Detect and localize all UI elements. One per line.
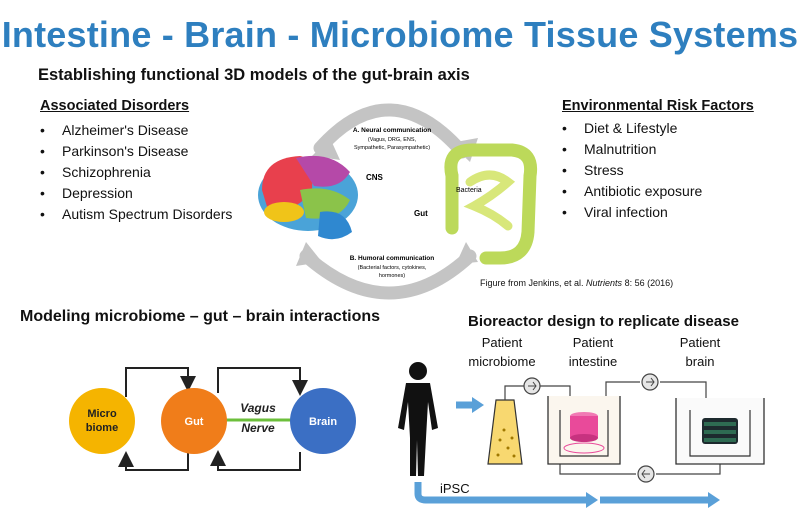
- flow-arrow-head: [472, 397, 484, 413]
- pump-icon: [523, 377, 541, 395]
- neural-arrow: [313, 103, 469, 159]
- disorders-heading: Associated Disorders: [40, 98, 190, 114]
- list-item: •Stress: [562, 162, 624, 178]
- ipsc-label: iPSC: [440, 481, 470, 496]
- human-silhouette: [398, 362, 438, 476]
- list-item: •Malnutrition: [562, 141, 657, 157]
- pump-icon: [641, 373, 659, 391]
- modeling-heading: Modeling microbiome – gut – brain intera…: [20, 308, 381, 325]
- ipsc-arrow-head: [586, 492, 598, 508]
- list-item: •Antibiotic exposure: [562, 183, 703, 199]
- ipsc-arrow: [414, 482, 586, 504]
- model-connectors: [118, 367, 308, 471]
- intestine-chamber: [547, 396, 621, 465]
- microbiome-node-label: biome: [86, 422, 118, 434]
- subtitle: Establishing functional 3D models of the…: [38, 66, 470, 84]
- brain-illustration: [258, 155, 358, 240]
- humoral-arrow: [299, 249, 477, 300]
- risk-factors-list: •Diet & Lifestyle •Malnutrition •Stress …: [562, 118, 702, 223]
- figure-credit: Figure from Jenkins, et al. Nutrients 8:…: [480, 278, 674, 288]
- neural-detail: (Vagus, DRG, ENS,: [368, 137, 417, 143]
- list-item: •Parkinson's Disease: [40, 143, 189, 159]
- brain-node-label: Brain: [309, 416, 337, 428]
- neural-label: A. Neural communication: [353, 127, 431, 134]
- brain-node: [290, 388, 356, 454]
- cns-label: CNS: [366, 173, 384, 182]
- vagus-nerve-label: Nerve: [241, 421, 275, 435]
- microbiome-node: [69, 388, 135, 454]
- gut-node-label: Gut: [185, 416, 204, 428]
- bioreactor-heading: Bioreactor design to replicate disease: [468, 313, 739, 330]
- humoral-detail: hormones): [379, 273, 405, 279]
- list-item: •Depression: [40, 185, 133, 201]
- page-title: Intestine - Brain - Microbiome Tissue Sy…: [1, 14, 799, 55]
- brain-chamber: [675, 398, 765, 465]
- gut-node: [161, 388, 227, 454]
- microbiome-flask: [487, 399, 523, 465]
- humoral-detail: (Bacterial factors, cytokines,: [358, 265, 427, 271]
- gut-illustration: [444, 143, 538, 265]
- risk-factors-heading: Environmental Risk Factors: [562, 98, 754, 114]
- bacteria-label: Bacteria: [456, 187, 482, 194]
- humoral-label: B. Humoral communication: [350, 255, 435, 262]
- microbiome-node-label: Micro: [87, 408, 117, 420]
- disorders-list: •Alzheimer's Disease •Parkinson's Diseas…: [40, 120, 232, 225]
- list-item: •Schizophrenia: [40, 164, 151, 180]
- vagus-nerve-label: Vagus: [240, 401, 276, 415]
- list-item: •Autism Spectrum Disorders: [40, 206, 233, 222]
- list-item: •Diet & Lifestyle: [562, 120, 678, 136]
- gut-label: Gut: [414, 209, 428, 218]
- list-item: •Alzheimer's Disease: [40, 122, 189, 138]
- list-item: •Viral infection: [562, 204, 668, 220]
- neural-detail: Sympathetic, Parasympathetic): [354, 145, 430, 151]
- ipsc-arrow-head: [708, 492, 720, 508]
- pump-icon: [637, 465, 655, 483]
